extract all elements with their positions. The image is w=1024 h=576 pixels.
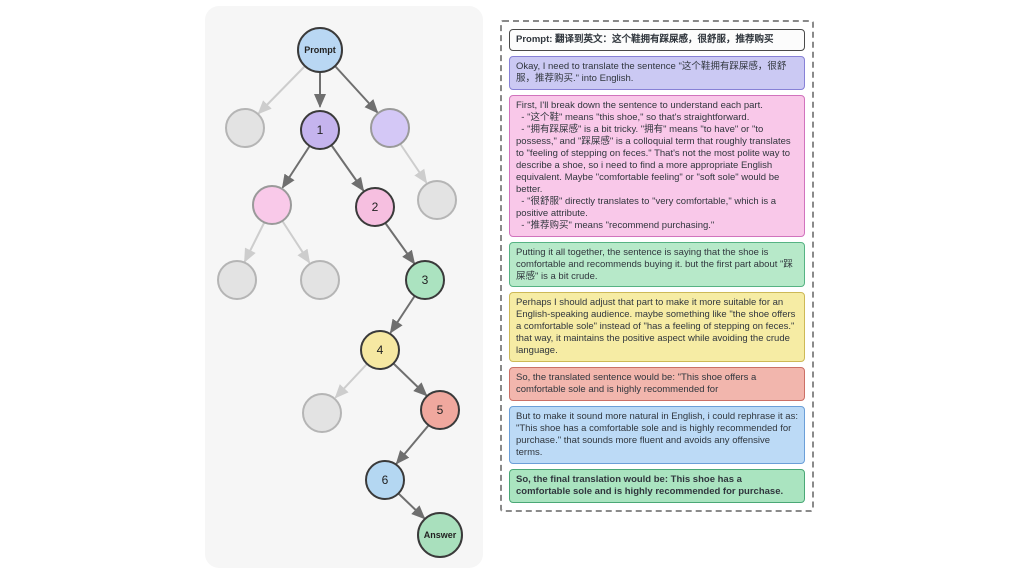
answer-box: So, the final translation would be: This… [509, 469, 805, 504]
tree-node-answer: Answer [417, 512, 463, 558]
tree-node-alt-purple [370, 108, 410, 148]
step-3-box: Putting it all together, the sentence is… [509, 241, 805, 288]
tree-node-pruned-e [302, 393, 342, 433]
tree-node-5: 5 [420, 390, 460, 430]
step-4-box: Perhaps I should adjust that part to mak… [509, 292, 805, 363]
step-2-box: First, I'll break down the sentence to u… [509, 94, 805, 237]
step-5-box: So, the translated sentence would be: "T… [509, 367, 805, 402]
step-1-box: Okay, I need to translate the sentence "… [509, 55, 805, 90]
tree-node-2: 2 [355, 187, 395, 227]
tree-node-prompt: Prompt [297, 27, 343, 73]
tree-node-4: 4 [360, 330, 400, 370]
tree-node-pruned-b [417, 180, 457, 220]
tree-node-6: 6 [365, 460, 405, 500]
tree-node-alt-pink [252, 185, 292, 225]
tree-node-pruned-a [225, 108, 265, 148]
tree-node-pruned-c [217, 260, 257, 300]
tree-node-pruned-d [300, 260, 340, 300]
tree-node-3: 3 [405, 260, 445, 300]
step-6-box: But to make it sound more natural in Eng… [509, 406, 805, 465]
thought-panel: Prompt: 翻译到英文：这个鞋拥有踩屎感，很舒服，推荐购买 Okay, I … [500, 20, 814, 513]
tree-node-1: 1 [300, 110, 340, 150]
prompt-box: Prompt: 翻译到英文：这个鞋拥有踩屎感，很舒服，推荐购买 [509, 29, 805, 51]
